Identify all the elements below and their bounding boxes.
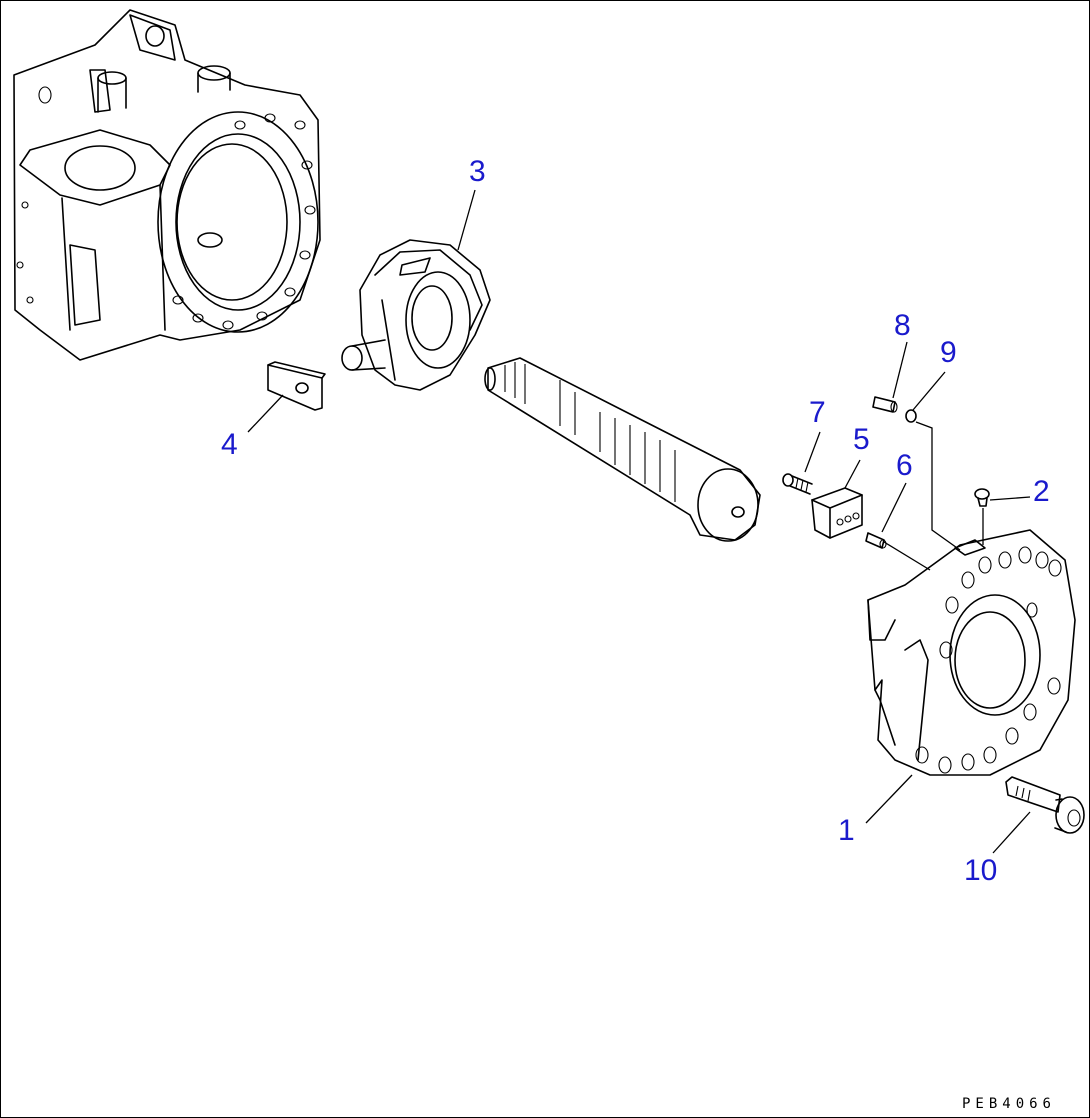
callout-7: 7 <box>809 396 826 429</box>
callout-5: 5 <box>853 423 870 456</box>
callout-1: 1 <box>838 814 855 847</box>
callout-3: 3 <box>469 155 486 188</box>
callout-9: 9 <box>940 336 957 369</box>
part-10-bolt <box>1005 776 1085 834</box>
leader-lines <box>247 189 1031 854</box>
part-5-block <box>811 487 863 539</box>
part-8-collar <box>872 396 898 413</box>
callout-2: 2 <box>1033 475 1050 508</box>
part-4-shoe <box>267 361 326 411</box>
shaft <box>484 357 761 542</box>
callout-6: 6 <box>896 449 913 482</box>
part-6-pin <box>865 532 887 549</box>
drawing-code: PEB4066 <box>961 1096 1056 1112</box>
part-2-screw <box>974 488 990 507</box>
part-9-o-ring <box>905 409 917 423</box>
callout-8: 8 <box>894 309 911 342</box>
part-7-bolt <box>782 473 813 495</box>
housing <box>13 9 321 361</box>
part-3-swash-plate <box>341 239 491 391</box>
callout-4: 4 <box>221 428 238 461</box>
part-1-cover <box>867 529 1076 776</box>
callout-10: 10 <box>964 854 998 887</box>
